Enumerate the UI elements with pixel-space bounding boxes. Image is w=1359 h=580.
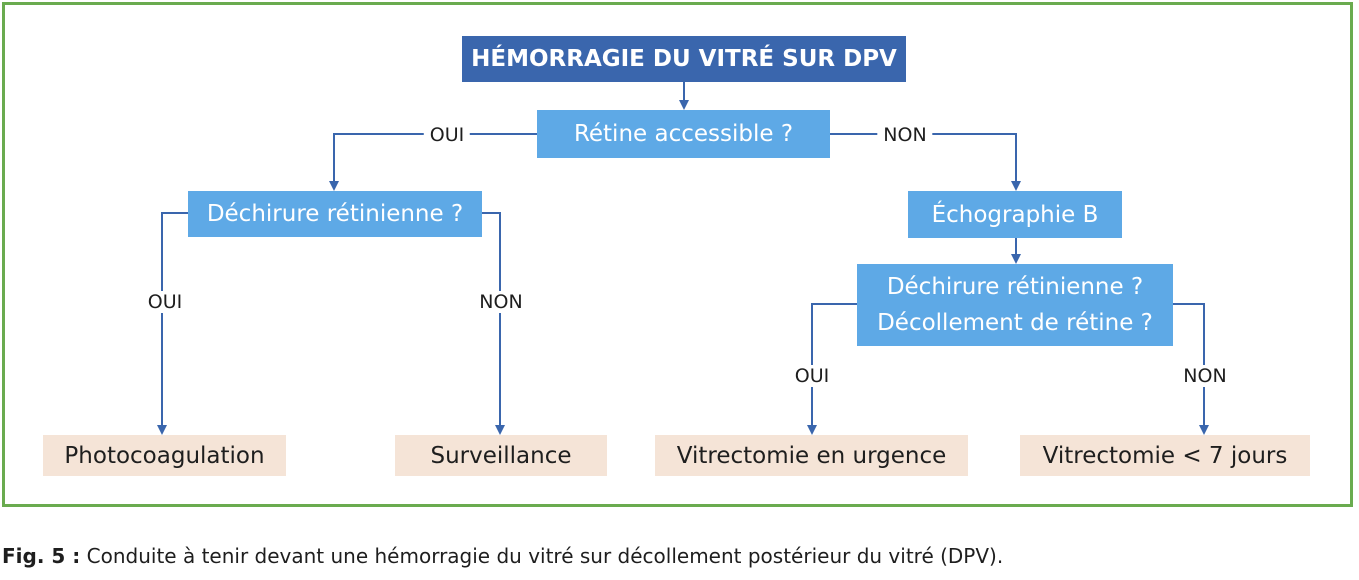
label-non-retine: NON	[877, 124, 933, 146]
diagram-frame	[2, 2, 1353, 507]
title-box: HÉMORRAGIE DU VITRÉ SUR DPV	[462, 36, 906, 82]
result-photocoagulation: Photocoagulation	[43, 435, 286, 476]
question-retine-accessible: Rétine accessible ?	[537, 110, 830, 158]
question-dechirure-decollement: Déchirure rétinienne ? Décollement de ré…	[857, 264, 1173, 346]
question-dechirure-left: Déchirure rétinienne ?	[188, 191, 482, 237]
figure-number: Fig. 5 :	[2, 544, 81, 568]
result-vitrectomie-7-jours: Vitrectomie < 7 jours	[1020, 435, 1310, 476]
label-oui-echographie: OUI	[788, 365, 836, 387]
title-text: HÉMORRAGIE DU VITRÉ SUR DPV	[471, 46, 897, 72]
figure-caption: Fig. 5 : Conduite à tenir devant une hém…	[2, 544, 1003, 568]
result-vitrectomie-urgence: Vitrectomie en urgence	[655, 435, 968, 476]
label-oui-retine: OUI	[423, 124, 471, 146]
question-retine-text: Rétine accessible ?	[573, 121, 794, 147]
result-surveillance-text: Surveillance	[430, 442, 572, 469]
question-right-line2: Décollement de rétine ?	[877, 310, 1153, 336]
result-vitrectomie-7-jours-text: Vitrectomie < 7 jours	[1042, 442, 1288, 469]
label-non-echographie: NON	[1177, 365, 1233, 387]
question-dechirure-left-text: Déchirure rétinienne ?	[206, 201, 464, 227]
question-right-line1: Déchirure rétinienne ?	[886, 274, 1144, 300]
figure-caption-text: Conduite à tenir devant une hémorragie d…	[86, 544, 1004, 568]
result-surveillance: Surveillance	[395, 435, 607, 476]
echographie-text: Échographie B	[931, 201, 1099, 228]
echographie-box: Échographie B	[908, 191, 1122, 238]
label-non-dechirure: NON	[473, 291, 529, 313]
result-vitrectomie-urgence-text: Vitrectomie en urgence	[676, 442, 947, 469]
label-oui-dechirure: OUI	[141, 291, 189, 313]
result-photocoagulation-text: Photocoagulation	[64, 442, 265, 469]
